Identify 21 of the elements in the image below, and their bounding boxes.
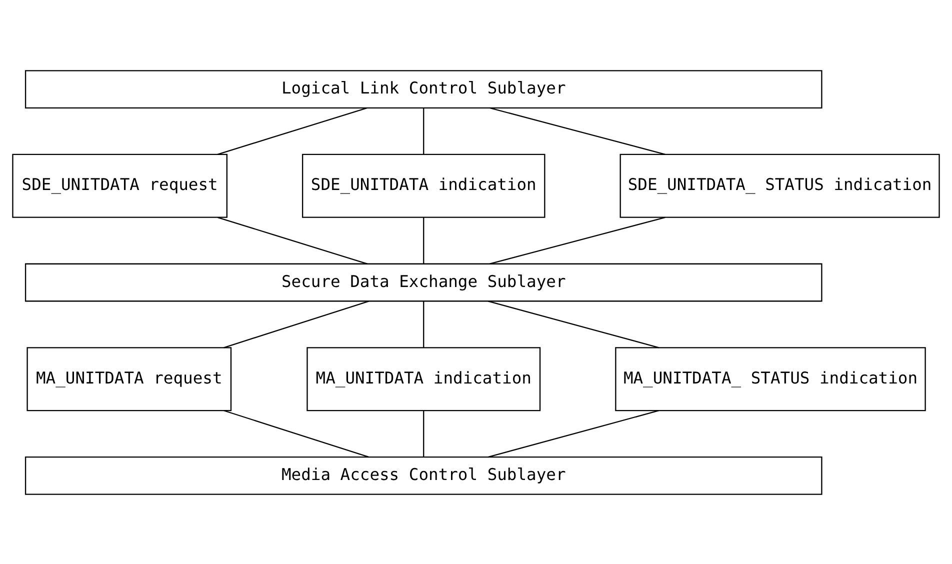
node-box: SDE_UNITDATA indication [302, 153, 546, 218]
node-box: MA_UNITDATA_ STATUS indication [615, 346, 926, 411]
node-box: Media Access Control Sublayer [24, 456, 822, 494]
connector [423, 410, 424, 456]
node-box: SDE_UNITDATA_ STATUS indication [620, 153, 940, 218]
node-box: SDE_UNITDATA request [12, 153, 228, 218]
connector [423, 108, 424, 154]
connector [423, 300, 424, 348]
connector [490, 216, 666, 264]
connector [224, 410, 370, 458]
node-box: Logical Link Control Sublayer [24, 70, 822, 108]
connector [490, 106, 666, 154]
connector [488, 300, 660, 348]
node-box: MA_UNITDATA indication [306, 346, 541, 411]
connector [217, 106, 368, 154]
node-box: MA_UNITDATA request [26, 346, 232, 411]
node-box: Secure Data Exchange Sublayer [24, 262, 822, 302]
connector [488, 410, 659, 458]
connector [217, 216, 368, 264]
connector [423, 216, 424, 264]
connector [224, 300, 370, 348]
